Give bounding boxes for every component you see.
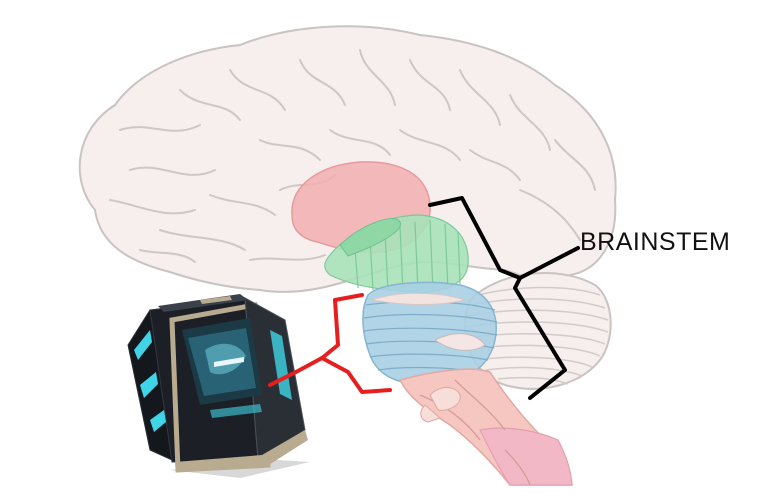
midbrain: [324, 214, 469, 294]
brainstem-brace: [428, 196, 580, 400]
medulla: [398, 333, 573, 486]
connector-line: [268, 370, 298, 387]
brainstem-label: BRAINSTEM: [580, 228, 731, 256]
gaming-pc-icon: [127, 294, 310, 478]
pons-brace: [294, 293, 392, 394]
pons: [362, 281, 498, 386]
cerebrum: [78, 25, 617, 293]
